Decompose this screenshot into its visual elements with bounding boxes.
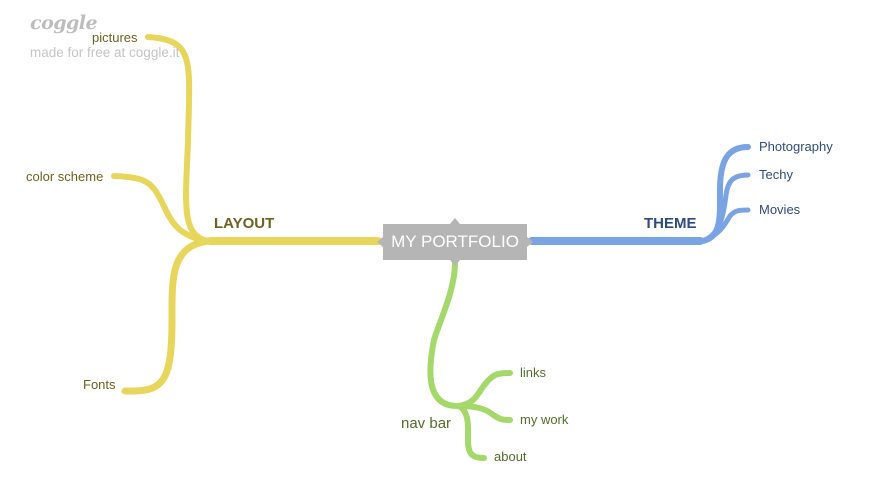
links-node[interactable]: links (520, 365, 547, 380)
color-scheme-connector (111, 173, 211, 244)
fonts-connector (121, 237, 212, 395)
my-work-connector (455, 403, 513, 423)
theme-branch-lines (528, 144, 751, 245)
techy-node[interactable]: Techy (759, 167, 793, 182)
pictures-node[interactable]: pictures (92, 30, 138, 45)
root-left-marker (377, 237, 383, 247)
root-top-marker (450, 218, 460, 224)
layout-branch-lines (111, 34, 382, 395)
coggle-logo: coggle (30, 12, 98, 34)
root-right-marker (527, 237, 533, 247)
theme-branch-label[interactable]: THEME (644, 215, 697, 232)
movies-connector (699, 207, 751, 244)
root-bottom-marker (450, 260, 460, 266)
links-connector (455, 370, 513, 409)
root-node[interactable]: MY PORTFOLIO (383, 224, 527, 260)
about-node[interactable]: about (494, 449, 527, 464)
navbar-connector (427, 260, 459, 409)
fonts-node[interactable]: Fonts (83, 377, 116, 392)
color-scheme-node[interactable]: color scheme (26, 169, 104, 184)
about-connector (455, 403, 487, 461)
photography-node[interactable]: Photography (759, 139, 833, 154)
my-work-node[interactable]: my work (520, 412, 569, 427)
layout-branch-label[interactable]: LAYOUT (214, 215, 275, 232)
navbar-branch-label[interactable]: nav bar (401, 415, 452, 432)
pictures-connector (145, 34, 211, 244)
movies-node[interactable]: Movies (759, 202, 801, 217)
navbar-branch-lines (427, 260, 513, 461)
root-markers (377, 218, 533, 266)
coggle-tagline: made for free at coggle.it (30, 45, 180, 60)
root-label: MY PORTFOLIO (391, 232, 519, 251)
